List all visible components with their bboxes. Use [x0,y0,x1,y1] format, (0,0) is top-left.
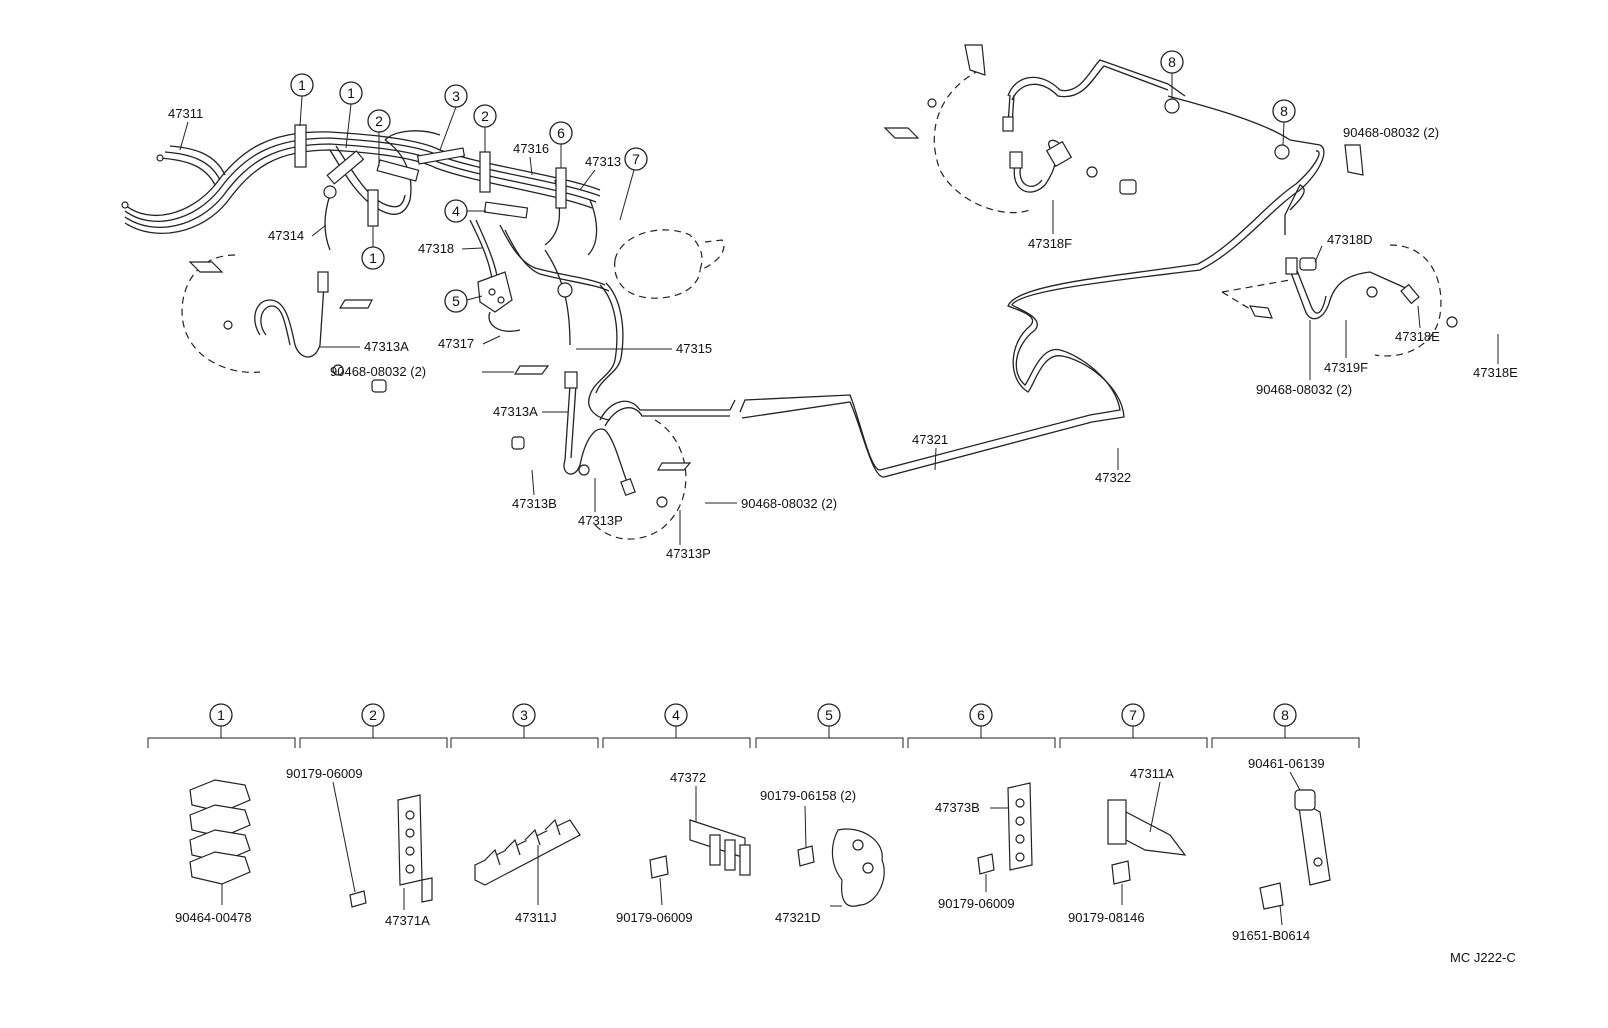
legend-8-part-a: 90461-06139 [1248,756,1325,771]
rear-right-wheel [1221,144,1458,357]
callout-1a: 1 [298,77,306,93]
label-47318E-a: 47318E [1395,329,1440,344]
legend-num-7: 7 [1129,707,1137,723]
label-47313P-a: 47313P [578,513,623,528]
legend-num-8: 8 [1281,707,1289,723]
label-47314: 47314 [268,228,304,243]
rear-left-wheel [511,371,692,540]
legend-5-part [797,805,885,907]
legend-row: 1 2 3 4 5 6 7 8 90464-00478 [147,703,1360,943]
callout-8a: 8 [1168,54,1176,70]
label-47318E-b: 47318E [1473,365,1518,380]
legend-5-part-b: 47321D [775,910,821,925]
legend-7-part [1107,781,1187,905]
legend-6-part-b: 90179-06009 [938,896,1015,911]
callout-6: 6 [557,125,565,141]
label-47318F: 47318F [1028,236,1072,251]
legend-num-3: 3 [520,707,528,723]
legend-4-part-a: 47372 [670,770,706,785]
callout-5: 5 [452,293,460,309]
legend-num-1: 1 [217,707,225,723]
legend-2-part-a: 90179-06009 [286,766,363,781]
label-47321: 47321 [912,432,948,447]
legend-7-part-b: 90179-08146 [1068,910,1145,925]
legend-6-part [977,782,1033,892]
callout-7: 7 [632,151,640,167]
front-right-wheel [883,44,1137,214]
legend-3-part [474,818,581,905]
diagram-code: MC J222-C [1450,950,1516,965]
label-clip-left: 90468-08032 (2) [330,364,426,379]
callout-bubbles: 1 1 1 2 2 3 4 5 6 7 8 8 [290,50,1296,313]
legend-num-2: 2 [369,707,377,723]
callout-2a: 2 [375,113,383,129]
label-47311: 47311 [168,106,203,121]
label-47313B: 47313B [512,496,557,511]
junction-block [477,271,521,332]
label-47313A-left: 47313A [364,339,409,354]
legend-1-part-a: 90464-00478 [175,910,252,925]
front-pipe-bundle [121,124,624,421]
master-cylinder-outline [614,229,725,299]
label-clip-mid: 90468-08032 (2) [741,496,837,511]
label-47316: 47316 [513,141,549,156]
legend-7-part-a: 47311A [1130,766,1174,781]
callout-3: 3 [452,88,460,104]
legend-1-part [189,779,251,905]
legend-8-part-b: 91651-B0614 [1232,928,1310,943]
label-47317: 47317 [438,336,474,351]
label-47322: 47322 [1095,470,1131,485]
legend-4-part [649,786,751,906]
front-left-wheel [181,254,387,393]
legend-num-4: 4 [672,707,680,723]
callout-2b: 2 [481,108,489,124]
legend-num-5: 5 [825,707,833,723]
part-labels: 47311 47314 47316 47313 47318 47317 4731… [168,106,1518,561]
callout-4: 4 [452,203,460,219]
label-47318D: 47318D [1327,232,1373,247]
label-clip-right-bottom: 90468-08032 (2) [1256,382,1352,397]
callout-1b: 1 [347,85,355,101]
label-47319F: 47319F [1324,360,1368,375]
legend-3-part-a: 47311J [515,910,557,925]
legend-num-6: 6 [977,707,985,723]
label-47313A-mid: 47313A [493,404,538,419]
legend-6-part-a: 47373B [935,800,980,815]
legend-8-part [1259,771,1331,926]
callout-8b: 8 [1280,103,1288,119]
legend-2-part [332,781,433,910]
callout-1c: 1 [369,250,377,266]
center-brake-lines [599,59,1325,478]
legend-5-part-a: 90179-06158 (2) [760,788,856,803]
legend-2-part-b: 47371A [385,913,430,928]
legend-4-part-b: 90179-06009 [616,910,693,925]
label-47313P-b: 47313P [666,546,711,561]
label-clip-right-top: 90468-08032 (2) [1343,125,1439,140]
label-47318: 47318 [418,241,454,256]
label-47313: 47313 [585,154,621,169]
label-47315: 47315 [676,341,712,356]
